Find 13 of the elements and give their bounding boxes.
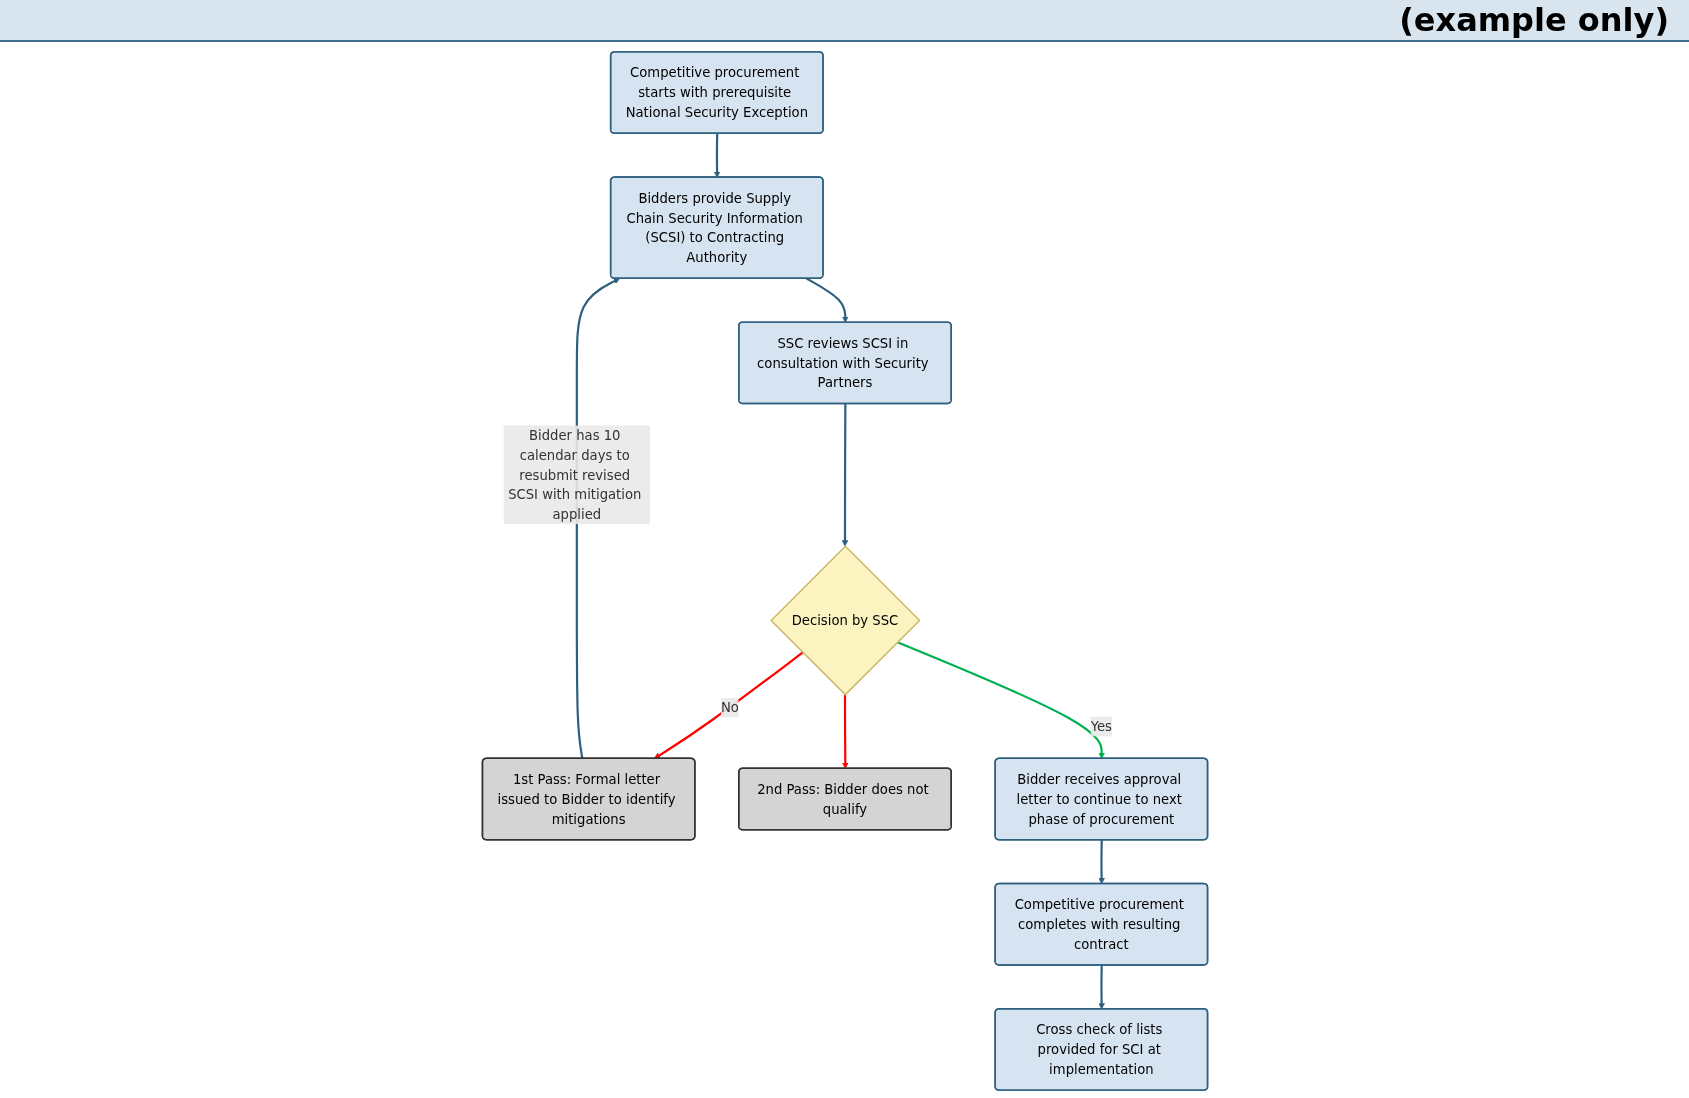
arrow bbox=[1097, 840, 1105, 885]
arrow bbox=[653, 651, 803, 759]
arrow bbox=[1097, 965, 1105, 1010]
edge-label: Bidder has 10 calendar days to resubmit revised SCSI with mitigation applied bbox=[507, 427, 641, 523]
arrow bbox=[841, 694, 849, 769]
arrow bbox=[805, 277, 848, 323]
arrow bbox=[841, 403, 848, 547]
arrow bbox=[896, 641, 1105, 759]
edge-label: Yes bbox=[1090, 718, 1112, 735]
edge-label: No bbox=[720, 699, 739, 716]
title: (example only) bbox=[1399, 1, 1669, 39]
arrow bbox=[713, 133, 720, 178]
node-diamond: Decision by SSC bbox=[769, 545, 921, 696]
